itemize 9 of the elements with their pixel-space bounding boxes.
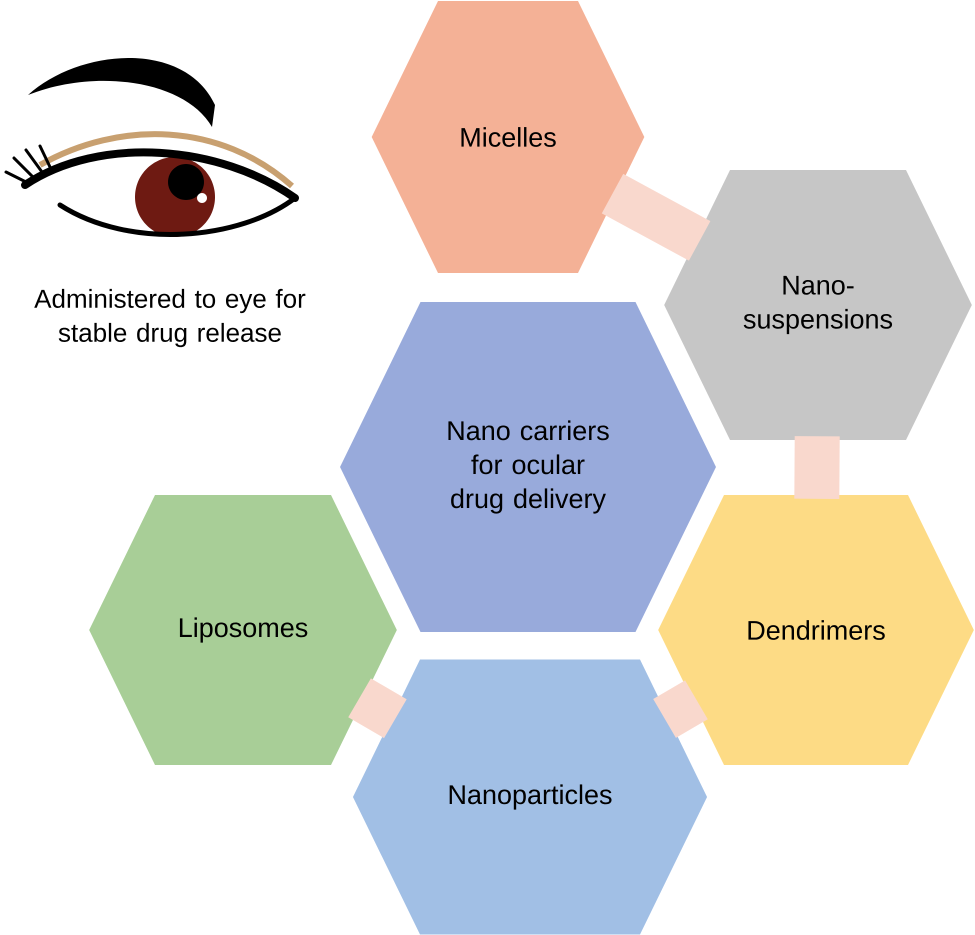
hexagon: Micelles bbox=[372, 1, 644, 273]
connector-band bbox=[794, 436, 840, 499]
hexagon: Liposomes bbox=[89, 495, 397, 765]
hexagon: Nano carriers for ocular drug delivery bbox=[340, 302, 716, 632]
hexagon: Dendrimers bbox=[658, 495, 974, 765]
caption-text: Administered to eye for stable drug release bbox=[34, 288, 306, 348]
hexagon: Nanoparticles bbox=[352, 660, 708, 934]
hexagon: Nano- suspensions bbox=[664, 170, 972, 440]
connector-band bbox=[602, 174, 710, 261]
